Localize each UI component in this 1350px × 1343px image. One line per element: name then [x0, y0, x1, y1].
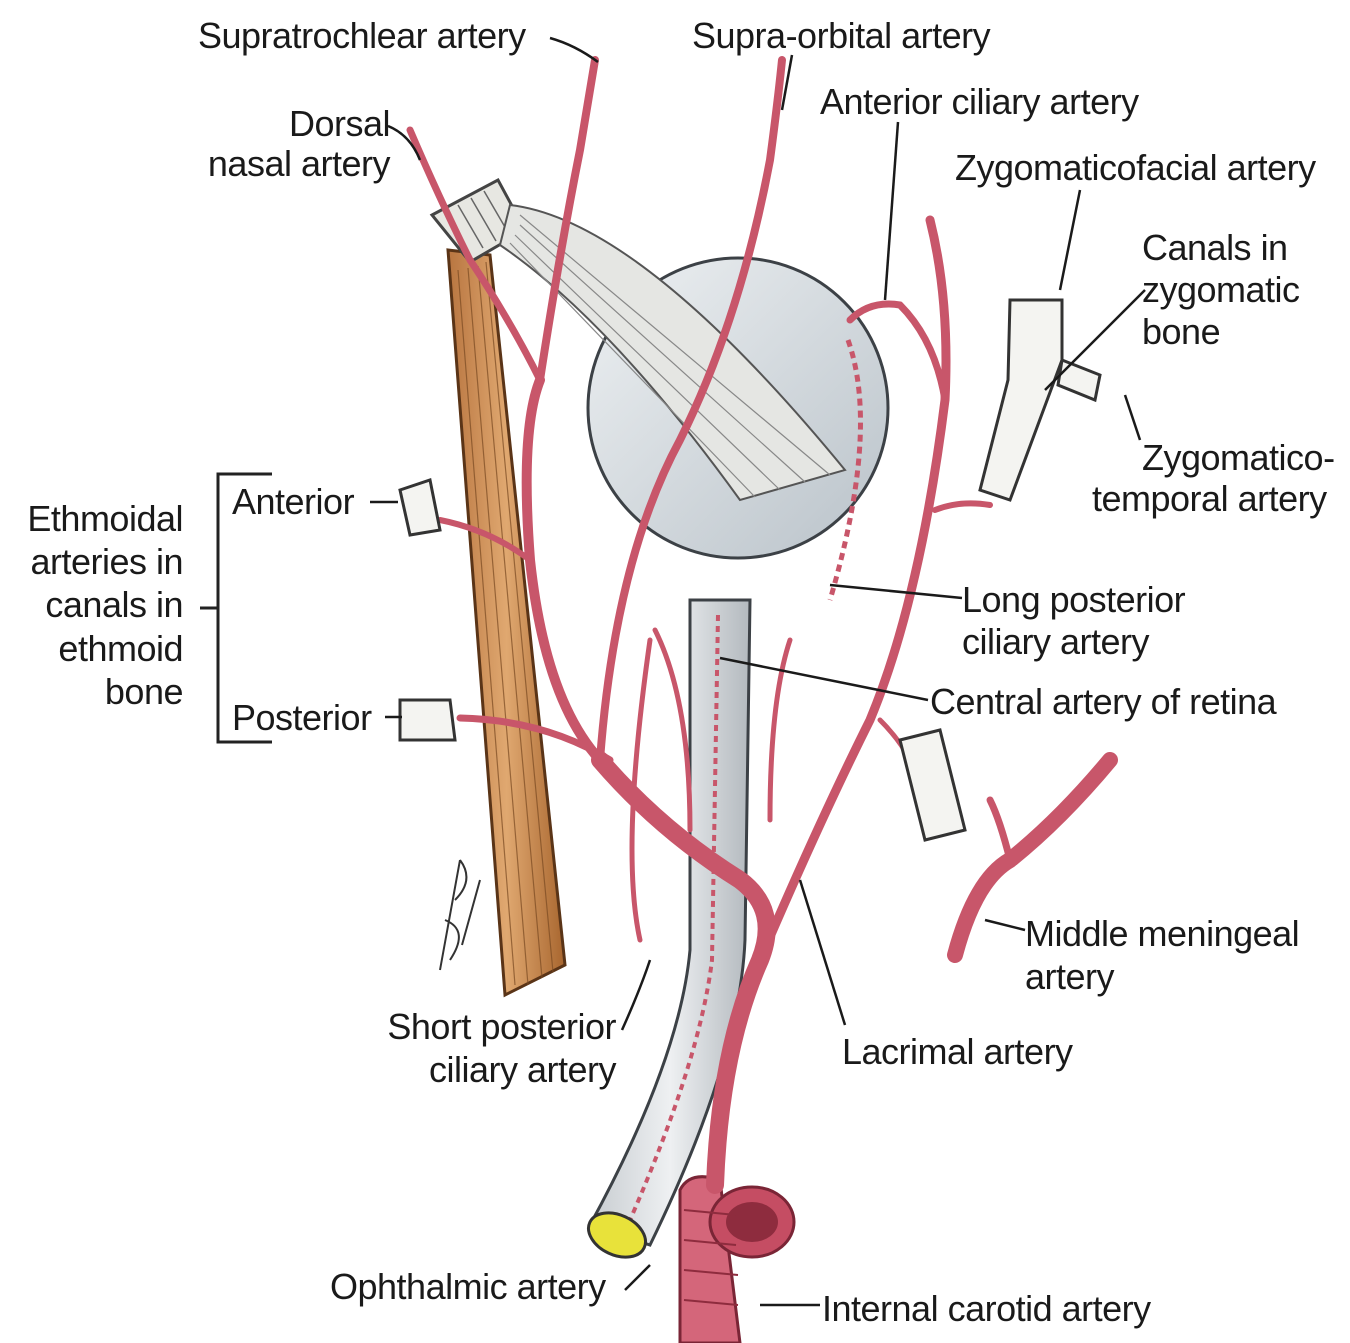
label-zygomatico-temporal-line2: temporal artery [1092, 477, 1327, 520]
label-ethmoidal-line5: bone [5, 670, 183, 713]
label-long-posterior-line2: ciliary artery [962, 620, 1149, 663]
label-long-posterior-line1: Long posterior [962, 578, 1185, 621]
label-internal-carotid-artery: Internal carotid artery [822, 1287, 1151, 1330]
label-anterior: Anterior [232, 480, 354, 523]
label-middle-meningeal-line2: artery [1025, 955, 1114, 998]
label-ethmoidal-line1: Ethmoidal [5, 497, 183, 540]
label-canals-zygomatic-line2: zygomatic [1142, 268, 1300, 311]
label-short-posterior-line2: ciliary artery [340, 1048, 616, 1091]
label-ethmoidal-line2: arteries in [5, 540, 183, 583]
label-lacrimal-artery: Lacrimal artery [842, 1030, 1073, 1073]
label-canals-zygomatic-line3: bone [1142, 310, 1220, 353]
label-ophthalmic-artery: Ophthalmic artery [330, 1265, 606, 1308]
label-zygomatico-temporal-line1: Zygomatico- [1142, 436, 1335, 479]
label-dorsal-nasal-line2: nasal artery [190, 142, 390, 185]
label-short-posterior-line1: Short posterior [340, 1005, 616, 1048]
label-zygomaticofacial-artery: Zygomaticofacial artery [955, 146, 1316, 189]
label-dorsal-nasal-line1: Dorsal [190, 102, 390, 145]
label-central-artery-of-retina: Central artery of retina [930, 680, 1276, 723]
label-canals-zygomatic-line1: Canals in [1142, 226, 1288, 269]
label-supra-orbital-artery: Supra-orbital artery [692, 14, 990, 57]
label-middle-meningeal-line1: Middle meningeal [1025, 912, 1299, 955]
label-supratrochlear-artery: Supratrochlear artery [198, 14, 526, 57]
internal-carotid-artery-shape [680, 1177, 794, 1343]
label-ethmoidal-line3: canals in [5, 583, 183, 626]
artist-signature [440, 860, 480, 970]
label-anterior-ciliary-artery: Anterior ciliary artery [820, 80, 1139, 123]
label-ethmoidal-line4: ethmoid [5, 627, 183, 670]
label-posterior: Posterior [232, 696, 372, 739]
